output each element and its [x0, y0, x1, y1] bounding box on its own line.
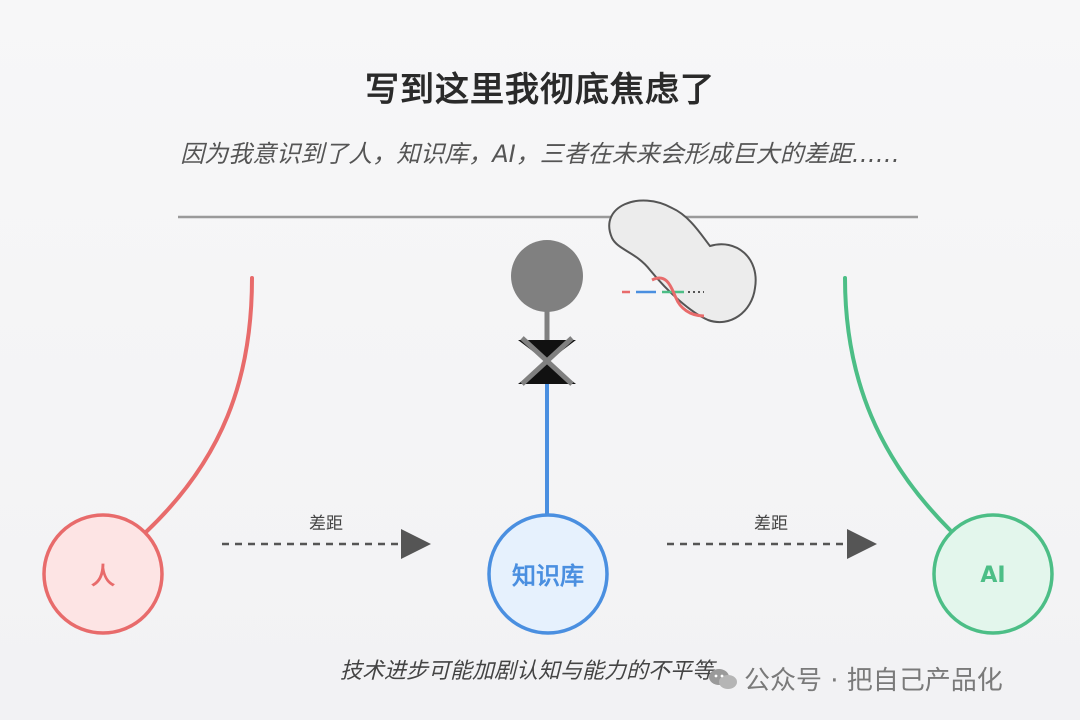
figure-head	[511, 240, 583, 312]
human-curve	[144, 276, 254, 534]
page-title: 写到这里我彻底焦虑了	[365, 70, 715, 110]
cloud-icon	[608, 199, 757, 323]
node-human-label: 人	[91, 562, 115, 590]
gap-arrow-2-label: 差距	[754, 514, 788, 534]
figure-bowtie-icon	[518, 336, 576, 386]
node-kb-label: 知识库	[512, 562, 584, 590]
page-subtitle: 因为我意识到了人，知识库，AI，三者在未来会形成巨大的差距……	[180, 140, 900, 168]
gap-arrow-1-label: 差距	[309, 514, 343, 534]
diagram-caption: 技术进步可能加剧认知与能力的不平等	[340, 659, 715, 684]
node-kb	[487, 513, 609, 635]
wechat-icon	[709, 668, 737, 689]
watermark: 公众号 · 把自己产品化	[708, 660, 1003, 697]
node-human	[42, 513, 164, 635]
node-ai-label: AI	[980, 563, 1005, 588]
watermark-text: 公众号 · 把自己产品化	[744, 666, 1003, 696]
ai-curve	[843, 276, 952, 532]
node-ai	[932, 513, 1054, 635]
